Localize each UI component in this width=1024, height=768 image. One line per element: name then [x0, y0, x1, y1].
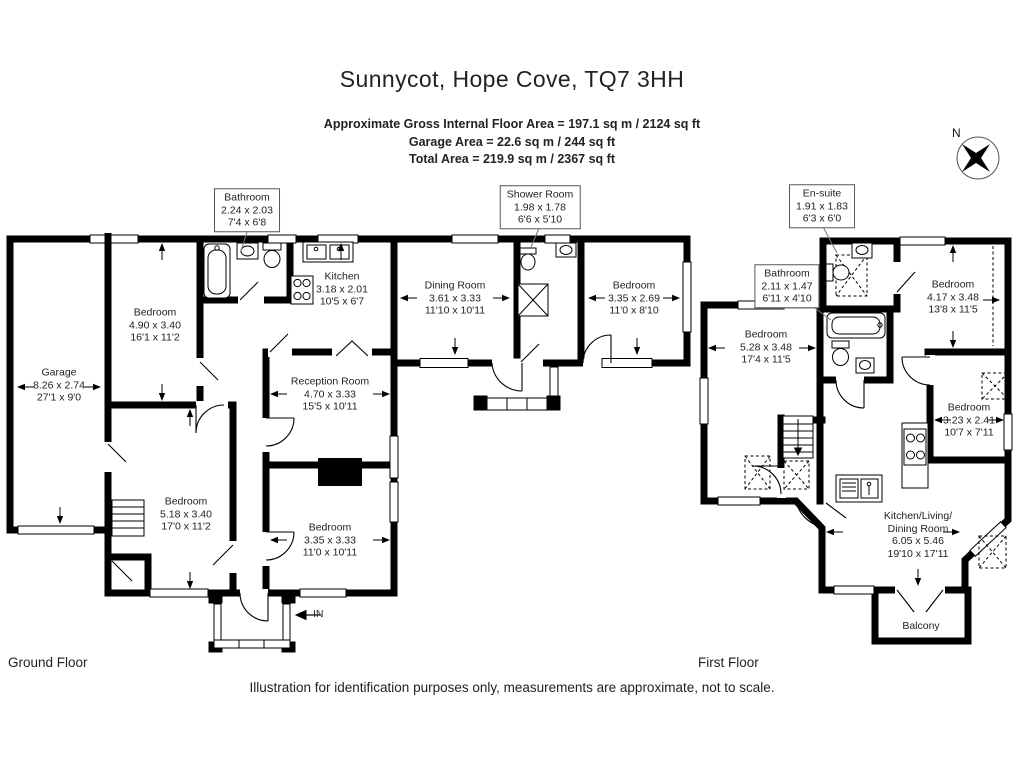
disclaimer-text: Illustration for identification purposes…: [249, 680, 775, 695]
rear-porch-steps: [473, 366, 561, 411]
room-label-balcony: Balcony: [902, 619, 940, 632]
stove-icon: [290, 275, 314, 305]
label-leader-lines: [240, 224, 838, 321]
chimney-breast: [318, 458, 362, 486]
entrance-porch: [208, 590, 296, 653]
north-label: N: [952, 126, 961, 140]
ensuite-sink-icon: [851, 242, 873, 259]
bathroom-toilet-icon: [831, 340, 850, 366]
gross-area-text: Approximate Gross Internal Floor Area = …: [323, 117, 701, 131]
ensuite-toilet-icon: [825, 263, 850, 282]
entrance-arrow-icon: [294, 609, 320, 621]
kitchen-sink-icon: [302, 241, 354, 263]
staircase-first-floor: [782, 415, 814, 459]
ground-floor-door-openings: [104, 296, 611, 598]
ground-floor-plan: [6, 233, 692, 653]
sink-icon: [236, 242, 259, 260]
bathtub-icon: [203, 243, 231, 299]
dimension-arrows: [16, 242, 1005, 590]
page-title: Sunnycot, Hope Cove, TQ7 3HH: [339, 66, 685, 92]
entrance-in-label: IN: [313, 608, 324, 620]
first-floor-door-swings: [752, 271, 944, 613]
ground-floor-label: Ground Floor: [8, 655, 88, 670]
ground-floor-windows: [17, 234, 692, 598]
first-floor-label: First Floor: [698, 655, 759, 670]
garage-area-text: Garage Area = 22.6 sq m / 244 sq ft: [408, 135, 616, 149]
shower-toilet-icon: [519, 247, 537, 271]
shower-sink-icon: [555, 242, 577, 258]
ground-floor-door-swings: [107, 281, 612, 622]
total-area-text: Total Area = 219.9 sq m / 2367 sq ft: [409, 152, 615, 166]
bathroom-sink-icon: [855, 357, 875, 374]
compass-icon: [956, 136, 1000, 180]
toilet-icon: [262, 242, 282, 268]
kitchen-sink-first-floor-icon: [835, 474, 883, 503]
bathtub-first-floor-icon: [826, 312, 886, 339]
shower-icon: [517, 283, 549, 317]
stove-first-floor-icon: [903, 428, 927, 466]
staircase: [111, 499, 145, 537]
